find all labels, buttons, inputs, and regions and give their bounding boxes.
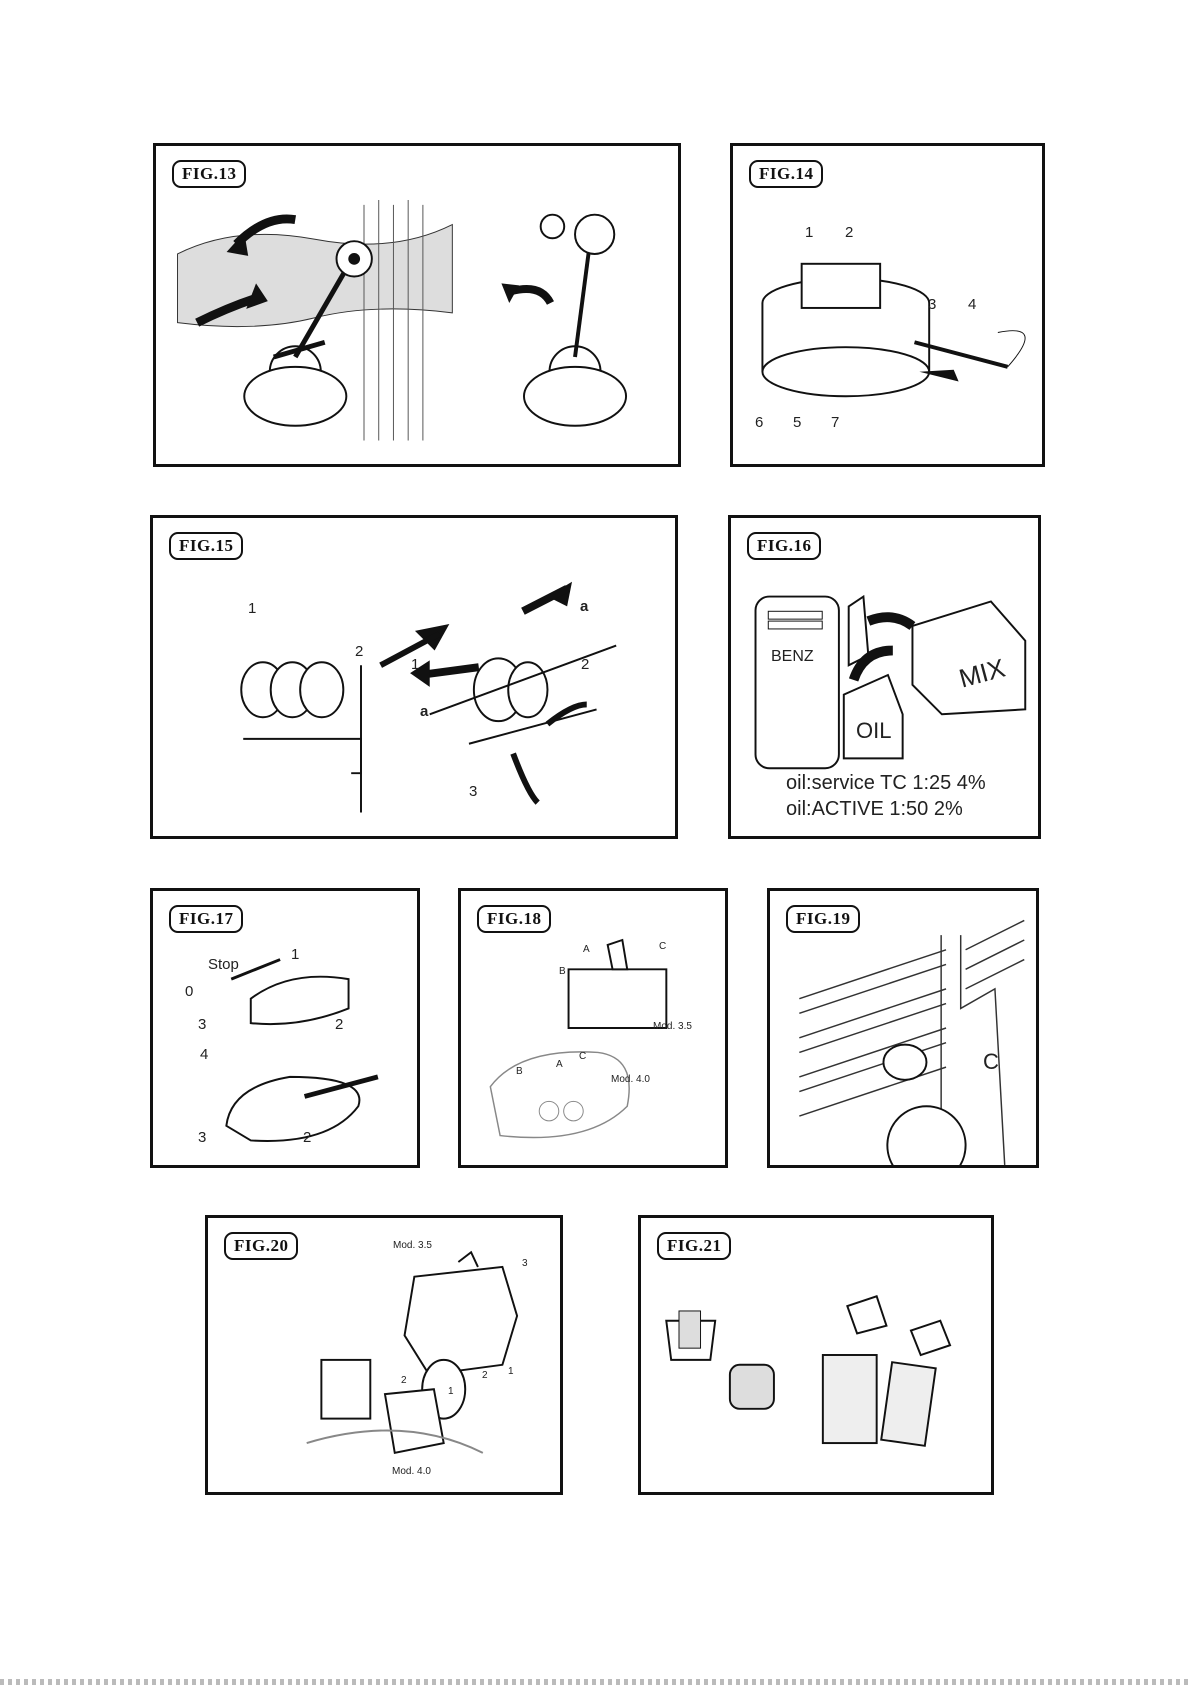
figure-tag: FIG.15: [169, 532, 243, 560]
part-label: 3: [522, 1258, 528, 1269]
part-label: 1: [508, 1366, 514, 1377]
figure-18: FIG.18 A B C Mod. 3.5 A B C Mod. 4.0: [458, 888, 728, 1168]
primer-label: C: [983, 1049, 999, 1075]
part-label: 2: [303, 1129, 311, 1146]
part-label: 2: [355, 643, 363, 660]
part-label: 1: [291, 946, 299, 963]
model-label: Mod. 4.0: [392, 1466, 431, 1477]
figure-tag: FIG.14: [749, 160, 823, 188]
figure-15: FIG.15 1 2 1 2 3 a a: [150, 515, 678, 839]
stop-label: Stop: [208, 956, 239, 973]
figure-19: FIG.19 C: [767, 888, 1039, 1168]
part-label: 1: [448, 1386, 454, 1397]
figure-tag: FIG.20: [224, 1232, 298, 1260]
figure-tag: FIG.16: [747, 532, 821, 560]
part-label: A: [583, 944, 590, 955]
part-label: 1: [411, 656, 419, 673]
model-label: Mod. 3.5: [653, 1021, 692, 1032]
part-label: 7: [831, 414, 839, 431]
part-label: 4: [968, 296, 976, 313]
benzine-label: BENZ: [771, 648, 814, 666]
direction-label: a: [420, 703, 428, 720]
figure-14: FIG.14 1 2 3 4 5 6 7: [730, 143, 1045, 467]
part-label: 2: [482, 1370, 488, 1381]
figure-tag: FIG.13: [172, 160, 246, 188]
figure-20: FIG.20 Mod. 3.5 3 1 2 2 1 Mod. 4.0: [205, 1215, 563, 1495]
part-label: A: [556, 1059, 563, 1070]
figure-tag: FIG.17: [169, 905, 243, 933]
part-label: 2: [335, 1016, 343, 1033]
direction-label: a: [580, 598, 588, 615]
figure-17: FIG.17 Stop 1 0 3 2 4 3 2: [150, 888, 420, 1168]
model-label: Mod. 4.0: [611, 1074, 650, 1085]
model-label: Mod. 3.5: [393, 1240, 432, 1251]
part-label: B: [559, 966, 566, 977]
oil-ratio-service: oil:service TC 1:25 4%: [786, 770, 986, 796]
part-label: C: [659, 941, 666, 952]
part-label: 1: [248, 600, 256, 617]
part-label: 6: [755, 414, 763, 431]
oil-can-label: OIL: [856, 718, 891, 744]
part-label: 3: [469, 783, 477, 800]
part-label: 2: [845, 224, 853, 241]
part-label: 2: [401, 1375, 407, 1386]
part-label: 1: [805, 224, 813, 241]
line-insertion-illustration: [153, 518, 675, 836]
part-label: 2: [581, 656, 589, 673]
figure-tag: FIG.18: [477, 905, 551, 933]
figure-13: FIG.13: [153, 143, 681, 467]
trimmer-head-illustration: [733, 146, 1042, 464]
part-label: 3: [928, 296, 936, 313]
part-label: B: [516, 1066, 523, 1077]
figure-16: FIG.16 BENZ OIL MIX oil:service TC 1:25 …: [728, 515, 1041, 839]
figure-tag: FIG.19: [786, 905, 860, 933]
part-label: 3: [198, 1016, 206, 1033]
part-label: C: [579, 1051, 586, 1062]
part-label: 4: [200, 1046, 208, 1063]
figure-tag: FIG.21: [657, 1232, 731, 1260]
trimming-illustration: [156, 146, 678, 464]
part-label: 3: [198, 1129, 206, 1146]
part-label: 0: [185, 983, 193, 1000]
scan-edge: [0, 1679, 1192, 1685]
part-label: 5: [793, 414, 801, 431]
figure-21: FIG.21: [638, 1215, 994, 1495]
oil-ratio-active: oil:ACTIVE 1:50 2%: [786, 796, 963, 822]
